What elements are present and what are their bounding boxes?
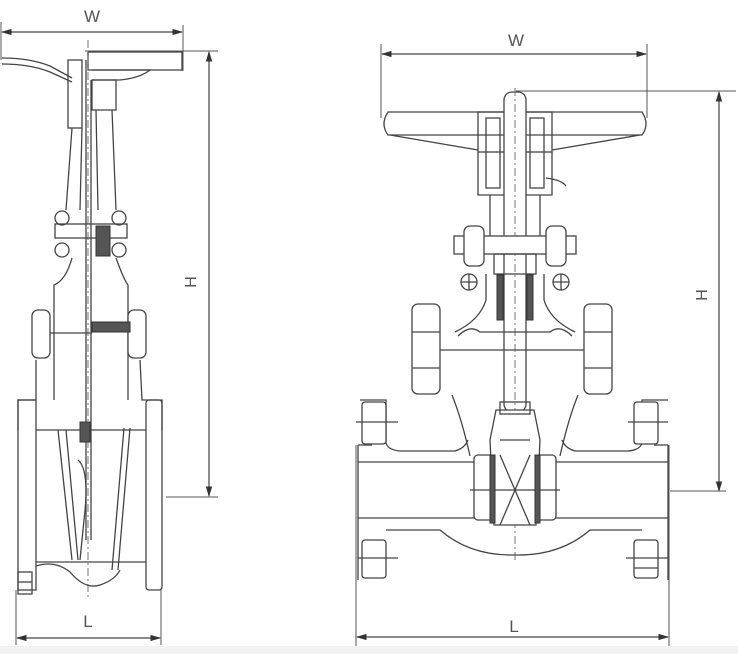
front-length-label: L xyxy=(509,617,518,636)
side-width-label: W xyxy=(84,7,100,26)
front-wedge xyxy=(470,401,560,526)
bottom-strip xyxy=(0,646,738,654)
side-height-dimension: H xyxy=(85,50,218,498)
side-body xyxy=(17,257,163,595)
side-length-label: L xyxy=(83,612,92,631)
side-yoke xyxy=(54,40,128,600)
front-body-flange xyxy=(411,303,613,457)
side-height-label: H xyxy=(183,276,200,288)
side-length-dimension: L xyxy=(15,590,162,645)
side-width-dimension: W xyxy=(0,7,184,71)
front-height-dimension: H xyxy=(516,90,736,493)
front-height-label: H xyxy=(694,289,711,301)
front-bonnet xyxy=(453,225,577,333)
front-width-label: W xyxy=(508,31,524,50)
front-yoke xyxy=(477,117,567,238)
front-view: W H L xyxy=(355,31,736,646)
front-width-dimension: W xyxy=(380,31,648,118)
side-handwheel xyxy=(1,51,183,83)
front-length-dimension: L xyxy=(355,445,670,646)
side-view: W H L xyxy=(0,7,218,645)
